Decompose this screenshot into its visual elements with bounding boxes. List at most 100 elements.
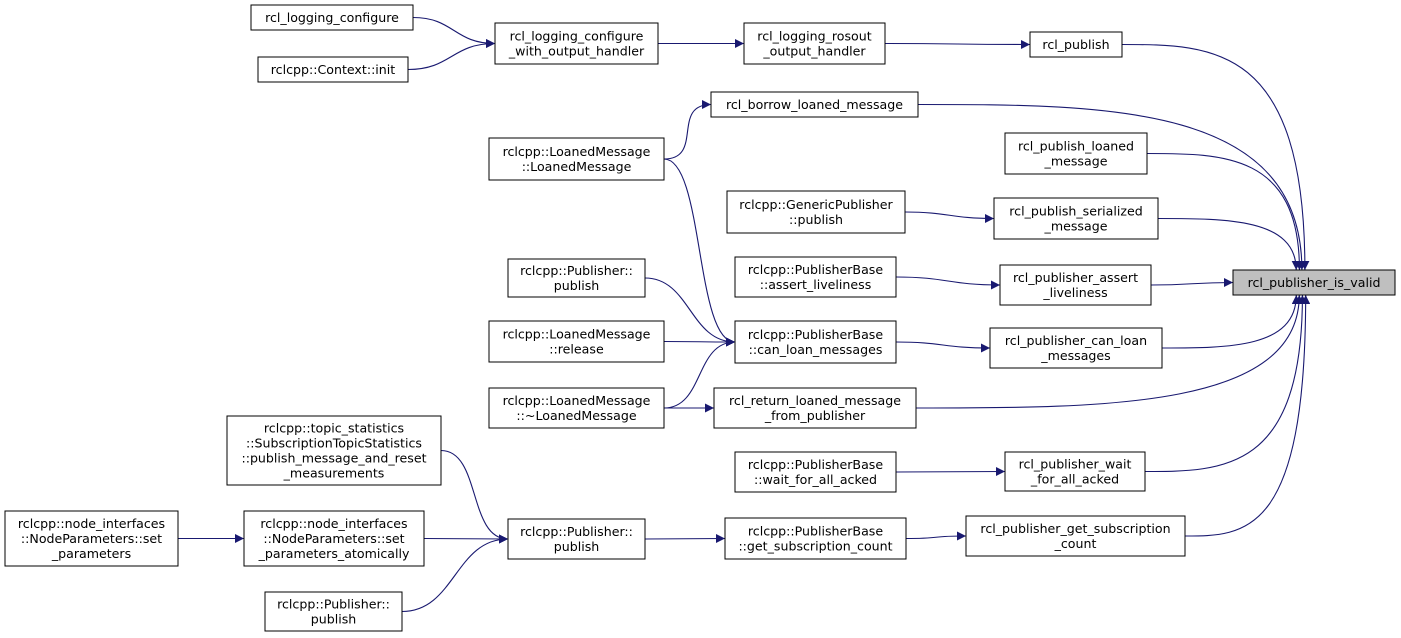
node-label-line: _measurements — [283, 466, 385, 481]
node-label-line: _count — [1054, 536, 1097, 551]
edge-topic-statistics-publish-to-publisher-publish-b — [440, 449, 509, 544]
node-label-line: ::publish — [789, 212, 843, 227]
node-label-line: _for_all_acked — [1030, 472, 1119, 487]
node-label-line: rclcpp::Publisher:: — [520, 524, 633, 539]
edge-loaned-message-ctor-to-borrow-loaned-message — [663, 100, 712, 160]
node-publisher-publish-a[interactable]: rclcpp::Publisher::publish — [507, 258, 646, 298]
node-label-line: _parameters — [51, 546, 131, 561]
node-box — [1004, 451, 1146, 492]
node-label-line: rcl_logging_configure — [510, 29, 644, 44]
node-publisher-publish-c[interactable]: rclcpp::Publisher::publish — [264, 591, 403, 632]
node-label-line: rcl_logging_configure — [265, 10, 399, 25]
node-borrow-loaned-message[interactable]: rcl_borrow_loaned_message — [710, 91, 919, 118]
node-label-line: ::LoanedMessage — [522, 159, 632, 174]
node-box — [243, 510, 425, 567]
node-box — [488, 320, 665, 363]
node-return-loaned-message[interactable]: rcl_return_loaned_message_from_publisher — [713, 387, 917, 429]
node-label-line: ::SubscriptionTopicStatistics — [246, 436, 422, 451]
node-label-line: ::get_subscription_count — [738, 539, 892, 554]
node-label-line: ::NodeParameters::set — [21, 531, 162, 546]
node-publisher-assert-liveliness[interactable]: rcl_publisher_assert_liveliness — [999, 264, 1152, 306]
node-publisher-get-sub-count[interactable]: rcl_publisher_get_subscription_count — [965, 515, 1186, 557]
node-label-line: rcl_publisher_get_subscription — [980, 521, 1170, 536]
node-label-line: rclcpp::node_interfaces — [18, 516, 165, 531]
node-pubbase-can-loan[interactable]: rclcpp::PublisherBase::can_loan_messages — [734, 320, 897, 364]
node-label-line: rclcpp::Publisher:: — [520, 263, 633, 278]
edge-publisher-publish-a-to-pubbase-can-loan — [644, 277, 736, 347]
node-box — [993, 197, 1159, 240]
node-label-line: rcl_publish — [1042, 37, 1109, 52]
node-label-line: ::wait_for_all_acked — [754, 472, 877, 487]
node-generic-publisher-publish[interactable]: rclcpp::GenericPublisher::publish — [726, 190, 906, 234]
node-node-params-set-atomically[interactable]: rclcpp::node_interfaces::NodeParameters:… — [243, 510, 425, 567]
node-box — [743, 22, 886, 65]
edge-context-init-to-logging-configure-handler — [407, 39, 496, 71]
edge-loaned-message-ctor-to-pubbase-can-loan — [663, 158, 736, 347]
edge-generic-publisher-publish-to-publish-serialized-message — [904, 211, 995, 223]
node-box — [1004, 132, 1148, 175]
node-topic-statistics-publish[interactable]: rclcpp::topic_statistics::SubscriptionTo… — [226, 415, 442, 486]
node-label-line: rclcpp::LoanedMessage — [503, 327, 651, 342]
node-box — [4, 510, 179, 567]
node-publisher-publish-b[interactable]: rclcpp::Publisher::publish — [507, 518, 646, 560]
node-label-line: publish — [554, 278, 600, 293]
node-logging-configure-handler[interactable]: rcl_logging_configure_with_output_handle… — [494, 22, 659, 65]
edges — [178, 16, 1311, 613]
node-box — [507, 518, 646, 560]
edge-publisher-publish-c-to-publisher-publish-b — [401, 534, 509, 613]
node-label-line: _output_handler — [762, 44, 866, 59]
nodes: rcl_logging_configurerclcpp::Context::in… — [4, 4, 1396, 632]
node-box — [1232, 269, 1396, 296]
node-box — [488, 137, 665, 181]
node-pubbase-get-sub-count[interactable]: rclcpp::PublisherBase::get_subscription_… — [724, 517, 907, 560]
edge-publish-loaned-message-to-publisher-is-valid — [1146, 152, 1304, 271]
node-box — [726, 190, 906, 234]
node-publish-loaned-message[interactable]: rcl_publish_loaned_message — [1004, 132, 1148, 175]
edge-logging-rosout-handler-to-rcl-publish — [884, 39, 1031, 49]
node-label-line: rclcpp::PublisherBase — [748, 457, 883, 472]
node-label-line: rcl_publisher_can_loan — [1005, 333, 1147, 348]
edge-node-params-set-atomically-to-publisher-publish-b — [423, 534, 509, 544]
node-publisher-is-valid[interactable]: rcl_publisher_is_valid — [1232, 269, 1396, 296]
node-label-line: ::release — [549, 342, 604, 357]
node-context-init[interactable]: rclcpp::Context::init — [257, 56, 409, 83]
edge-publisher-wait-for-all-acked-to-publisher-is-valid — [1144, 294, 1307, 473]
node-publish-serialized-message[interactable]: rcl_publish_serialized_message — [993, 197, 1159, 240]
node-label-line: rclcpp::topic_statistics — [264, 421, 404, 436]
node-loaned-message-release[interactable]: rclcpp::LoanedMessage::release — [488, 320, 665, 363]
node-node-params-set[interactable]: rclcpp::node_interfaces::NodeParameters:… — [4, 510, 179, 567]
node-pubbase-wait-for-all-acked[interactable]: rclcpp::PublisherBase::wait_for_all_acke… — [734, 451, 897, 493]
node-box — [724, 517, 907, 560]
node-label-line: publish — [554, 539, 600, 554]
node-loaned-message-dtor[interactable]: rclcpp::LoanedMessage::~LoanedMessage — [488, 387, 665, 429]
node-box — [257, 56, 409, 83]
edge-return-loaned-message-to-publisher-is-valid — [915, 294, 1304, 409]
node-label-line: _from_publisher — [764, 408, 866, 423]
node-label-line: rcl_publisher_assert — [1013, 270, 1138, 285]
node-box — [488, 387, 665, 429]
node-logging-rosout-handler[interactable]: rcl_logging_rosout_output_handler — [743, 22, 886, 65]
node-loaned-message-ctor[interactable]: rclcpp::LoanedMessage::LoanedMessage — [488, 137, 665, 181]
node-label-line: rclcpp::Context::init — [271, 62, 396, 77]
node-label-line: ::can_loan_messages — [749, 342, 883, 357]
node-label-line: rcl_logging_rosout — [757, 29, 871, 44]
node-label-line: rcl_publish_loaned — [1018, 139, 1134, 154]
node-rcl-logging-configure[interactable]: rcl_logging_configure — [250, 4, 414, 31]
node-publisher-wait-for-all-acked[interactable]: rcl_publisher_wait_for_all_acked — [1004, 451, 1146, 492]
node-publisher-can-loan[interactable]: rcl_publisher_can_loan_messages — [989, 327, 1163, 369]
node-rcl-publish[interactable]: rcl_publish — [1029, 31, 1123, 58]
node-label-line: rclcpp::PublisherBase — [748, 262, 883, 277]
node-pubbase-assert-liveliness[interactable]: rclcpp::PublisherBase::assert_liveliness — [734, 256, 897, 298]
node-label-line: ::assert_liveliness — [760, 277, 872, 292]
node-label-line: _with_output_handler — [508, 44, 645, 59]
node-label-line: _message — [1044, 219, 1108, 234]
node-box — [250, 4, 414, 31]
node-label-line: _liveliness — [1042, 285, 1107, 300]
node-label-line: _parameters_atomically — [258, 546, 410, 561]
edge-loaned-message-release-to-pubbase-can-loan — [663, 337, 736, 347]
edge-publisher-assert-liveliness-to-publisher-is-valid — [1150, 278, 1234, 288]
node-label-line: rcl_return_loaned_message — [729, 393, 901, 408]
node-label-line: rclcpp::LoanedMessage — [503, 144, 651, 159]
node-box — [1029, 31, 1123, 58]
node-box — [713, 387, 917, 429]
